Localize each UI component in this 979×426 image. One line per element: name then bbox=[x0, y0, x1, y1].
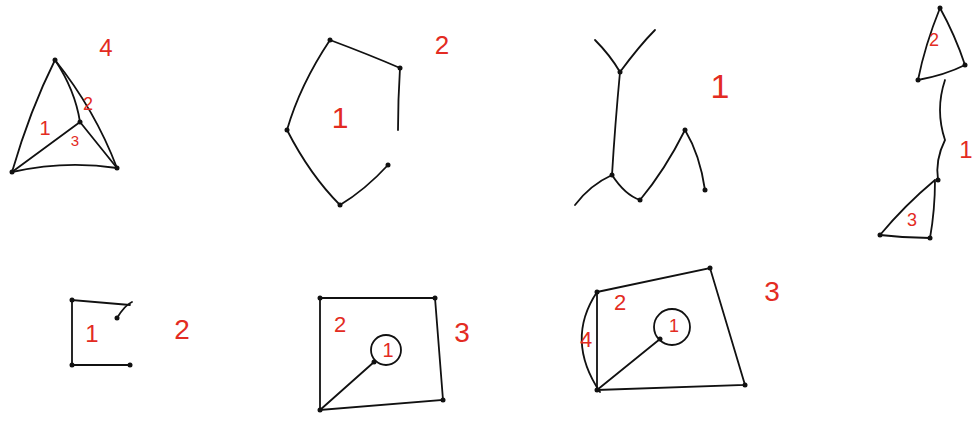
face-number: 3 bbox=[71, 133, 79, 148]
face-number: 3 bbox=[764, 278, 780, 306]
face-number: 2 bbox=[435, 32, 449, 58]
face-number: 3 bbox=[907, 211, 917, 229]
face-number: 1 bbox=[669, 317, 679, 335]
face-number: 1 bbox=[711, 69, 730, 103]
face-number: 2 bbox=[83, 95, 93, 113]
face-number: 1 bbox=[39, 118, 50, 138]
face-number: 1 bbox=[382, 340, 393, 360]
face-number: 4 bbox=[580, 329, 592, 351]
face-number: 1 bbox=[85, 322, 98, 346]
face-number: 4 bbox=[99, 36, 112, 60]
face-number: 1 bbox=[332, 103, 349, 133]
face-number: 2 bbox=[334, 314, 346, 336]
face-number: 1 bbox=[959, 138, 972, 162]
face-number: 3 bbox=[454, 319, 470, 347]
face-number: 2 bbox=[614, 292, 626, 314]
face-number: 2 bbox=[174, 316, 190, 344]
face-number: 2 bbox=[929, 31, 939, 49]
